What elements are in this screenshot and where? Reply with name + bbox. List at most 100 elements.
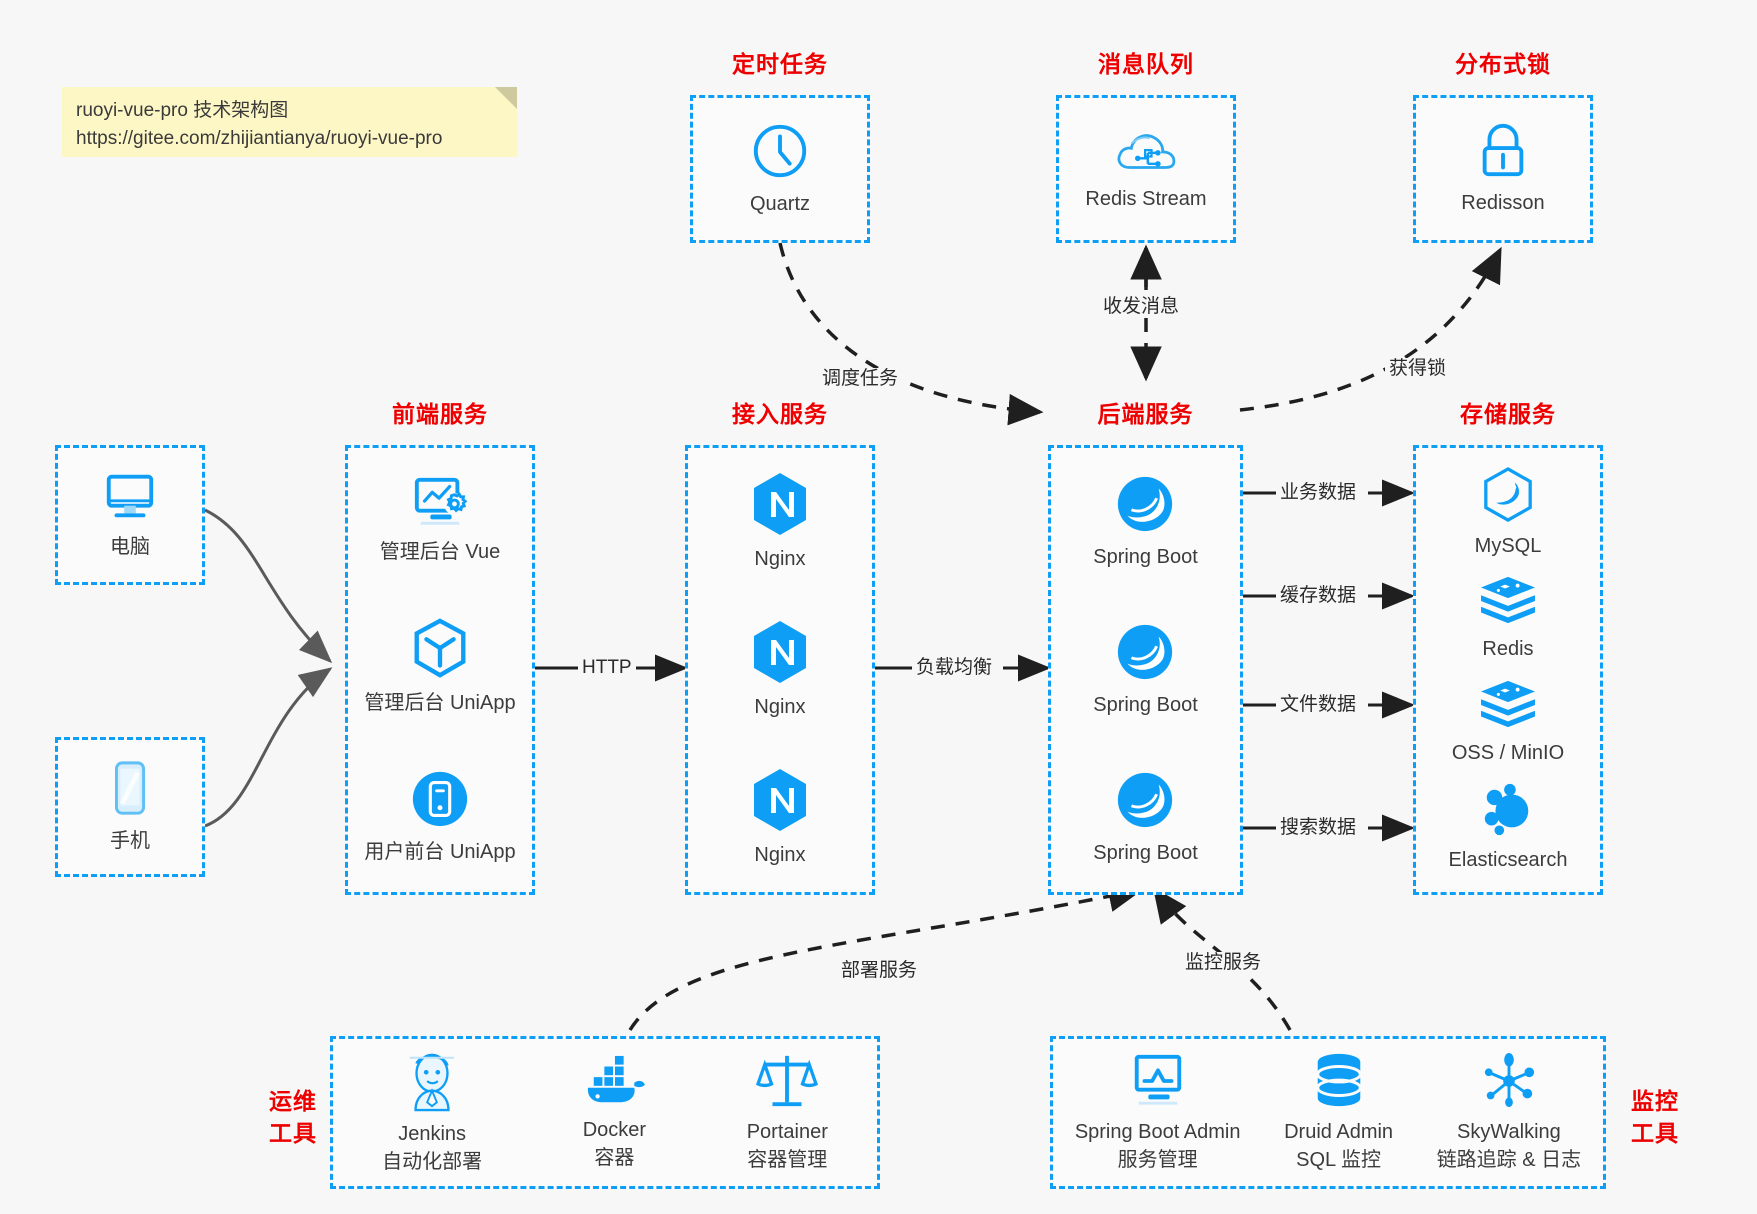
- node-nginx-1[interactable]: Nginx: [750, 471, 810, 573]
- node-sublabel: 容器管理: [747, 1148, 828, 1171]
- node-label: Portainer: [746, 1120, 828, 1143]
- sticky-note: ruoyi-vue-pro 技术架构图 https://gitee.com/zh…: [62, 87, 517, 157]
- edge-label-deploy-service: 部署服务: [837, 960, 922, 982]
- clock-icon: [753, 124, 807, 178]
- node-sublabel: 自动化部署: [382, 1150, 483, 1173]
- group-box-scheduled-task: Quartz: [690, 95, 870, 243]
- group-box-backend: Spring Boot Spring Boot Spring Boot: [1048, 445, 1243, 895]
- node-user-uniapp[interactable]: 用户前台 UniApp: [364, 768, 516, 866]
- group-box-monitoring: Spring Boot Admin 服务管理 Druid Admin SQL 监…: [1050, 1036, 1606, 1189]
- node-label: 管理后台 UniApp: [364, 691, 516, 714]
- node-label: Nginx: [754, 548, 806, 570]
- group-title-message-queue: 消息队列: [1098, 51, 1194, 77]
- spring-boot-icon: [1118, 624, 1173, 680]
- edge-label-load-balance: 负载均衡: [912, 657, 997, 679]
- node-docker[interactable]: Docker 容器: [580, 1054, 648, 1172]
- edge-label-monitor-service: 监控服务: [1181, 952, 1266, 974]
- node-redis[interactable]: Redis: [1479, 575, 1537, 663]
- edge-label-cache-data: 缓存数据: [1276, 585, 1361, 607]
- phone-circle-icon: [412, 772, 468, 827]
- node-sublabel: SQL 监控: [1296, 1148, 1381, 1171]
- node-elasticsearch[interactable]: Elasticsearch: [1448, 782, 1568, 874]
- node-sublabel: 服务管理: [1117, 1148, 1198, 1171]
- group-box-gateway: Nginx Nginx Nginx: [685, 445, 875, 895]
- node-mobile[interactable]: 手机: [108, 759, 152, 855]
- mysql-icon: [1484, 466, 1532, 522]
- node-label: Redis Stream: [1085, 188, 1207, 210]
- node-desktop[interactable]: 电脑: [99, 469, 161, 561]
- edge-label-schedule-task: 调度任务: [818, 368, 903, 390]
- nginx-icon: [754, 473, 806, 535]
- node-mysql[interactable]: MySQL: [1474, 466, 1542, 560]
- node-jenkins[interactable]: Jenkins 自动化部署: [382, 1050, 482, 1176]
- node-sublabel: 容器: [594, 1146, 635, 1169]
- nginx-icon: [754, 621, 806, 683]
- group-title-scheduled-task: 定时任务: [732, 51, 828, 77]
- node-label: Spring Boot: [1093, 694, 1198, 716]
- node-label: MySQL: [1474, 534, 1542, 557]
- node-portainer[interactable]: Portainer 容器管理: [747, 1052, 828, 1174]
- node-sublabel: 链路追踪 & 日志: [1436, 1148, 1582, 1171]
- node-label: Quartz: [749, 193, 811, 215]
- lock-icon: [1482, 123, 1524, 177]
- node-oss-minio[interactable]: OSS / MinIO: [1452, 679, 1564, 767]
- group-box-devops: Jenkins 自动化部署 Docker 容器: [330, 1036, 880, 1189]
- group-box-client-desktop: 电脑: [55, 445, 205, 585]
- oss-minio-icon: [1481, 680, 1535, 727]
- monitor-chart-icon: [1134, 1054, 1181, 1105]
- cube-icon: [414, 618, 466, 678]
- node-spring-boot-admin[interactable]: Spring Boot Admin 服务管理: [1074, 1052, 1241, 1174]
- dashboard-gear-icon: [414, 477, 468, 525]
- node-label: Jenkins: [398, 1122, 467, 1145]
- monitoring-title-line-2: 工具: [1631, 1120, 1679, 1146]
- edge-label-http: HTTP: [578, 657, 636, 679]
- node-nginx-2[interactable]: Nginx: [750, 619, 810, 721]
- node-spring-boot-1[interactable]: Spring Boot: [1093, 473, 1198, 571]
- group-title-distributed-lock: 分布式锁: [1455, 51, 1551, 77]
- docker-icon: [588, 1055, 646, 1102]
- node-spring-boot-2[interactable]: Spring Boot: [1093, 621, 1198, 719]
- node-label: Spring Boot: [1093, 842, 1198, 864]
- desktop-icon: [106, 474, 154, 518]
- note-title: ruoyi-vue-pro 技术架构图: [76, 100, 289, 121]
- edge-label-business-data: 业务数据: [1276, 482, 1361, 504]
- node-label: Elasticsearch: [1448, 849, 1568, 872]
- group-title-devops: 运维 工具: [258, 1085, 328, 1149]
- edge-label-file-data: 文件数据: [1276, 694, 1361, 716]
- node-nginx-3[interactable]: Nginx: [750, 767, 810, 869]
- node-skywalking[interactable]: SkyWalking 链路追踪 & 日志: [1437, 1052, 1581, 1174]
- node-admin-uniapp[interactable]: 管理后台 UniApp: [364, 617, 516, 717]
- group-box-distributed-lock: Redisson: [1413, 95, 1593, 243]
- spring-boot-icon: [1118, 772, 1173, 828]
- node-quartz[interactable]: Quartz: [749, 120, 811, 218]
- note-url: https://gitee.com/zhijiantianya/ruoyi-vu…: [76, 128, 443, 149]
- skywalking-icon: [1484, 1052, 1535, 1107]
- node-label: 电脑: [110, 536, 150, 558]
- devops-title-line-1: 运维: [269, 1088, 317, 1114]
- group-title-monitoring: 监控 工具: [1620, 1085, 1690, 1149]
- edge-label-search-data: 搜索数据: [1276, 817, 1361, 839]
- node-label: Redis: [1482, 638, 1534, 661]
- note-fold-icon: [495, 87, 517, 109]
- edge-label-send-receive-message: 收发消息: [1099, 296, 1184, 318]
- node-spring-boot-3[interactable]: Spring Boot: [1093, 769, 1198, 867]
- database-icon: [1315, 1053, 1362, 1106]
- edge-label-acquire-lock: 获得锁: [1385, 358, 1451, 380]
- spring-boot-icon: [1118, 476, 1173, 532]
- group-box-client-mobile: 手机: [55, 737, 205, 877]
- node-druid-admin[interactable]: Druid Admin SQL 监控: [1284, 1052, 1393, 1174]
- node-admin-vue[interactable]: 管理后台 Vue: [380, 474, 500, 566]
- group-title-frontend: 前端服务: [392, 401, 488, 427]
- redis-icon: [1481, 577, 1535, 624]
- node-label: Spring Boot Admin: [1074, 1120, 1241, 1143]
- cloud-stream-icon: [1117, 134, 1176, 169]
- node-label: OSS / MinIO: [1451, 741, 1565, 764]
- node-redisson[interactable]: Redisson: [1461, 121, 1545, 217]
- group-title-backend: 后端服务: [1097, 401, 1194, 427]
- group-box-storage: MySQL Redis: [1413, 445, 1603, 895]
- jenkins-icon: [409, 1053, 455, 1111]
- node-redis-stream[interactable]: Redis Stream: [1085, 125, 1207, 213]
- node-label: Nginx: [754, 844, 806, 866]
- node-label: Nginx: [754, 696, 806, 718]
